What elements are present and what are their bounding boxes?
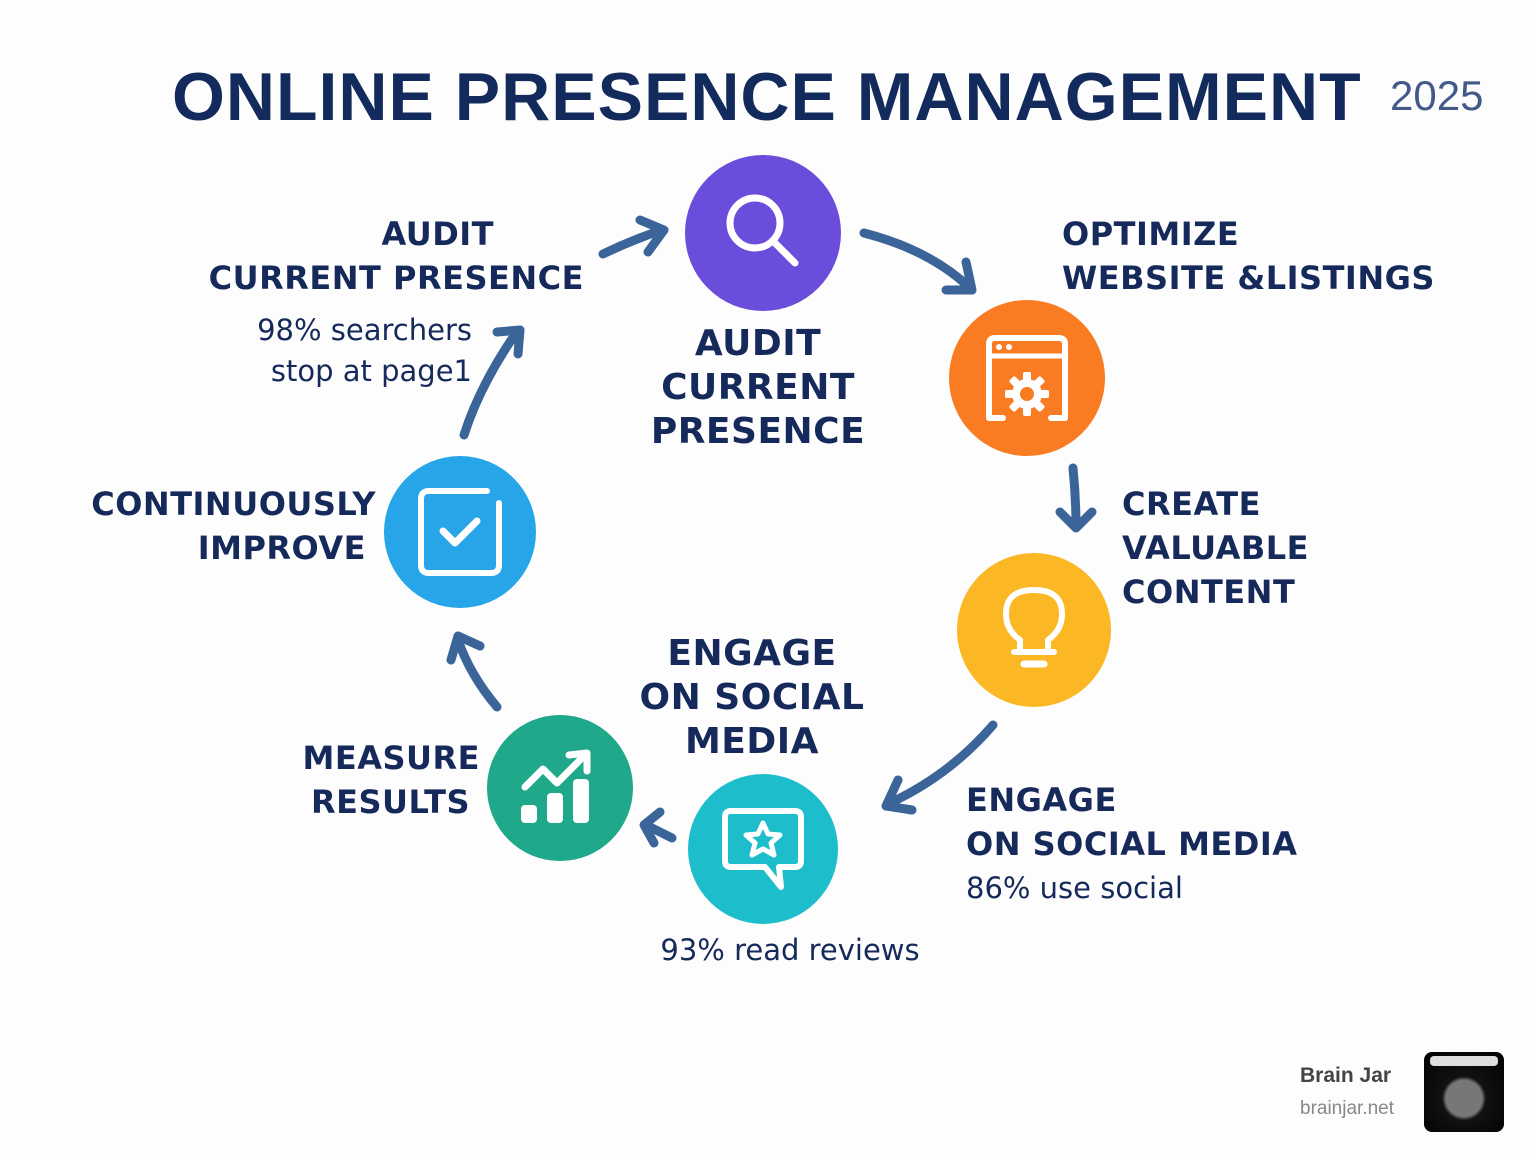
engage-side-label-line2: ON SOCIAL MEDIA (966, 825, 1298, 863)
step-measure-circle (487, 715, 633, 861)
engage-stat: 86% use social (966, 871, 1183, 905)
magnifier-icon (726, 194, 799, 267)
create-label-line2: VALUABLE (1122, 529, 1310, 567)
audit-center-label-line3: PRESENCE (650, 411, 866, 452)
engage-side-label: ENGAGE ON SOCIAL MEDIA (966, 778, 1298, 866)
improve-label: CONTINUOUSLY IMPROVE (40, 482, 376, 570)
step-audit-circle (685, 155, 841, 311)
measure-label-line2: RESULTS (311, 783, 470, 821)
improve-label-line1: CONTINUOUSLY (91, 485, 376, 523)
step-engage-circle (688, 774, 838, 924)
checkbox-icon (418, 488, 502, 576)
optimize-label-line2: WEBSITE &LISTINGS (1062, 259, 1435, 297)
arrow-improve-to-audit (459, 325, 525, 440)
measure-label-line1: MEASURE (302, 739, 480, 777)
improve-label-line2: IMPROVE (197, 529, 366, 567)
audit-side-label: AUDIT CURRENT PRESENCE (180, 212, 584, 300)
engage-center-label-line3: MEDIA (684, 721, 820, 762)
page-title: ONLINE PRESENCE MANAGEMENT (172, 59, 1362, 135)
step-optimize-circle (949, 300, 1105, 456)
optimize-label-line1: OPTIMIZE (1062, 215, 1240, 253)
brand-url[interactable]: brainjar.net (1300, 1098, 1395, 1119)
engage-reviews-stat: 93% read reviews (660, 933, 920, 967)
optimize-label: OPTIMIZE WEBSITE &LISTINGS (1062, 212, 1435, 300)
arrow-optimize-to-create (1055, 463, 1097, 533)
engage-center-label-line2: ON SOCIAL (639, 677, 865, 718)
arrow-engage-to-measure (639, 807, 677, 848)
audit-stat-line1: 98% searchers (257, 313, 472, 347)
engage-side-label-line1: ENGAGE (966, 781, 1117, 819)
step-improve-circle (384, 456, 536, 608)
arrow-create-to-engage (881, 720, 998, 815)
audit-stat: 98% searchers stop at page1 (160, 310, 472, 392)
audit-center-label-line2: CURRENT (661, 367, 855, 408)
audit-side-label-line2: CURRENT PRESENCE (208, 259, 584, 297)
growth-chart-icon (521, 749, 591, 823)
step-create-circle (957, 553, 1111, 707)
browser-gear-icon (986, 335, 1068, 421)
audit-side-label-line1: AUDIT (381, 215, 494, 253)
lightbulb-icon (1003, 587, 1065, 668)
chat-star-icon (722, 808, 804, 890)
create-label: CREATE VALUABLE CONTENT (1122, 482, 1309, 614)
create-label-line3: CONTENT (1122, 573, 1296, 611)
arrow-audit-to-search (598, 215, 669, 259)
year-label: 2025 (1390, 72, 1484, 119)
brand-name: Brain Jar (1300, 1064, 1392, 1087)
engage-center-label: ENGAGE ON SOCIAL MEDIA (624, 632, 880, 764)
engage-center-label-line1: ENGAGE (667, 633, 837, 674)
arrow-measure-to-improve (446, 631, 502, 712)
audit-center-label: AUDIT CURRENT PRESENCE (628, 322, 888, 454)
measure-label: MEASURE RESULTS (260, 736, 480, 824)
create-label-line1: CREATE (1122, 485, 1261, 523)
audit-center-label-line1: AUDIT (694, 323, 822, 364)
brain-jar-logo-icon (1424, 1052, 1504, 1132)
arrow-search-to-optimize (859, 228, 977, 295)
audit-stat-line2: stop at page1 (270, 354, 472, 388)
